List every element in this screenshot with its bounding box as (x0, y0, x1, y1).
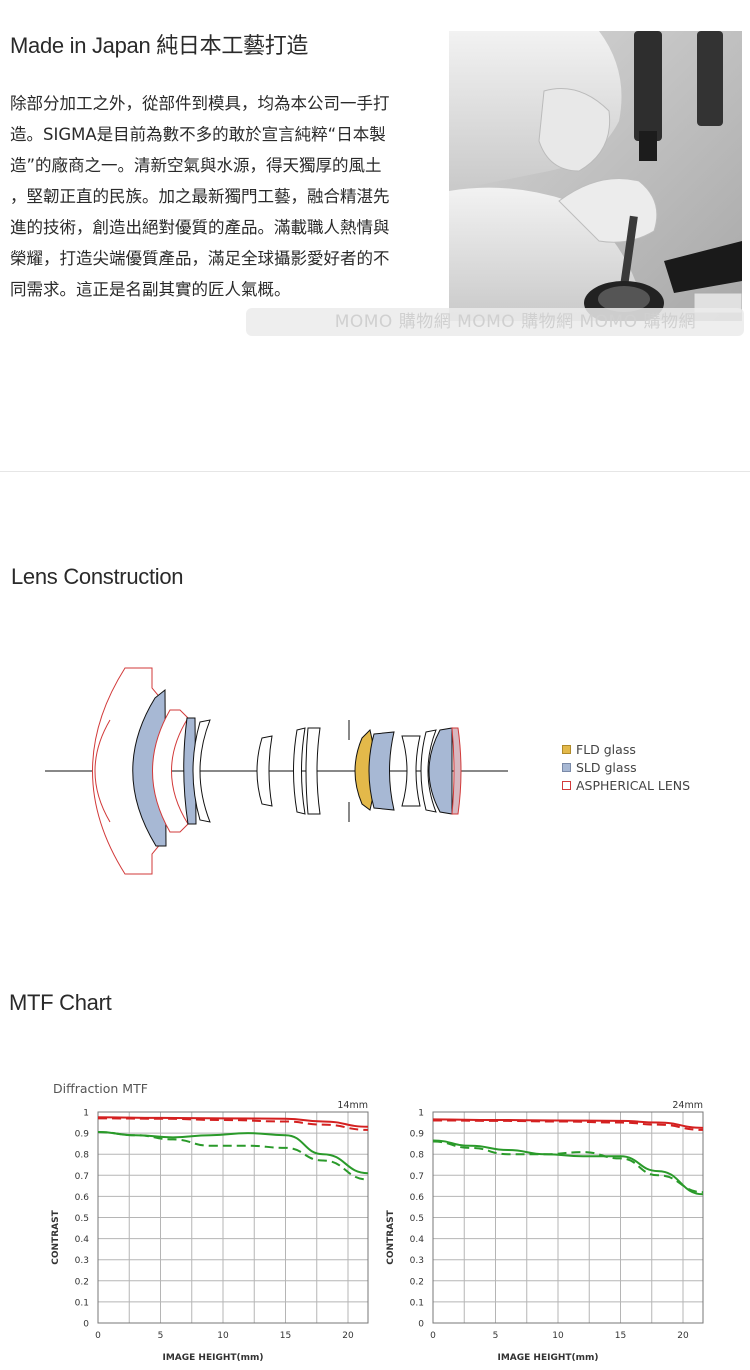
lens-legend: FLD glass SLD glass ASPHERICAL LENS (562, 740, 690, 794)
craftsman-photo (449, 31, 742, 321)
legend-label: FLD glass (576, 741, 636, 757)
y-tick-label: 0.6 (75, 1193, 90, 1203)
y-axis-label: CONTRAST (51, 1209, 61, 1264)
y-tick-label: 0 (83, 1320, 89, 1330)
x-tick-label: 20 (342, 1331, 354, 1341)
section-title-lens-construction: Lens Construction (11, 564, 184, 589)
paragraph-line: 造。SIGMA是目前為數不多的敢於宣言純粹“日本製 (10, 125, 386, 144)
y-tick-label: 0.1 (75, 1298, 89, 1308)
y-tick-label: 0.7 (75, 1172, 89, 1182)
paragraph-line: 進的技術，創造出絕對優質的產品。滿載職人熱情與 (10, 218, 390, 237)
legend-item-sld: SLD glass (562, 758, 690, 776)
y-tick-label: 0.5 (410, 1214, 424, 1224)
chart-title: 24mm (672, 1100, 703, 1111)
y-tick-label: 0.5 (75, 1214, 89, 1224)
chart-title: 14mm (337, 1100, 368, 1111)
mtf-series-line (97, 1117, 369, 1131)
y-tick-label: 0.2 (75, 1277, 89, 1287)
x-tick-label: 20 (677, 1331, 689, 1341)
x-axis-label: IMAGE HEIGHT(mm) (497, 1353, 598, 1363)
y-tick-label: 0.4 (410, 1235, 425, 1245)
y-tick-label: 0.2 (410, 1277, 424, 1287)
mtf-series-line (97, 1131, 369, 1175)
x-tick-label: 15 (615, 1331, 626, 1341)
lens-construction-diagram (40, 660, 520, 880)
y-tick-label: 0.8 (410, 1151, 425, 1161)
plot-frame (432, 1111, 704, 1324)
y-tick-label: 0.9 (410, 1130, 425, 1140)
section-divider (0, 471, 750, 472)
plot-frame (97, 1111, 369, 1324)
x-axis-label: IMAGE HEIGHT(mm) (162, 1353, 263, 1363)
legend-item-fld: FLD glass (562, 740, 690, 758)
paragraph-line: ，堅韌正直的民族。加之最新獨門工藝，融合精湛先 (10, 187, 390, 206)
x-tick-label: 0 (430, 1331, 436, 1341)
x-tick-label: 0 (95, 1331, 101, 1341)
y-tick-label: 0.8 (75, 1151, 90, 1161)
mtf-series-line (432, 1118, 704, 1129)
x-tick-label: 15 (280, 1331, 291, 1341)
sld-swatch-icon (562, 762, 571, 772)
watermark-banner: MOMO 購物網 MOMO 購物網 MOMO 購物網 (246, 308, 744, 336)
y-tick-label: 1 (83, 1109, 89, 1119)
legend-label: ASPHERICAL LENS (576, 777, 691, 793)
x-tick-label: 5 (158, 1331, 164, 1341)
legend-item-aspherical: ASPHERICAL LENS (562, 776, 690, 794)
y-tick-label: 1 (418, 1109, 424, 1119)
mtf-series-line (97, 1131, 369, 1181)
mtf-subtitle: Diffraction MTF (53, 1081, 148, 1096)
intro-paragraph: 除部分加工之外，從部件到模具，均為本公司一手打 造。SIGMA是目前為數不多的敢… (10, 88, 430, 305)
aspherical-swatch-icon (562, 780, 571, 790)
legend-label: SLD glass (576, 759, 637, 775)
y-tick-label: 0.9 (75, 1130, 90, 1140)
y-axis-label: CONTRAST (386, 1209, 396, 1264)
mtf-series-line (432, 1139, 704, 1196)
x-tick-label: 10 (217, 1331, 229, 1341)
y-tick-label: 0.3 (75, 1256, 89, 1266)
paragraph-line: 除部分加工之外，從部件到模具，均為本公司一手打 (10, 94, 390, 113)
section-title-mtf-chart: MTF Chart (9, 990, 112, 1015)
mtf-series-line (432, 1119, 704, 1131)
y-tick-label: 0.4 (75, 1235, 90, 1245)
y-tick-label: 0.1 (410, 1298, 424, 1308)
section-title-made-in-japan: Made in Japan 純日本工藝打造 (10, 33, 309, 58)
x-tick-label: 5 (493, 1331, 499, 1341)
y-tick-label: 0.7 (410, 1172, 424, 1182)
mtf-series-line (432, 1140, 704, 1194)
paragraph-line: 造”的廠商之一。清新空氣與水源，得天獨厚的風土 (10, 156, 382, 175)
paragraph-line: 同需求。這正是名副其實的匠人氣概。 (10, 280, 291, 299)
y-tick-label: 0 (418, 1320, 424, 1330)
fld-swatch-icon (562, 744, 571, 754)
mtf-series-line (97, 1116, 369, 1128)
paragraph-line: 榮耀，打造尖端優質產品，滿足全球攝影愛好者的不 (10, 249, 390, 268)
y-tick-label: 0.6 (410, 1193, 425, 1203)
x-tick-label: 10 (552, 1331, 564, 1341)
y-tick-label: 0.3 (410, 1256, 424, 1266)
